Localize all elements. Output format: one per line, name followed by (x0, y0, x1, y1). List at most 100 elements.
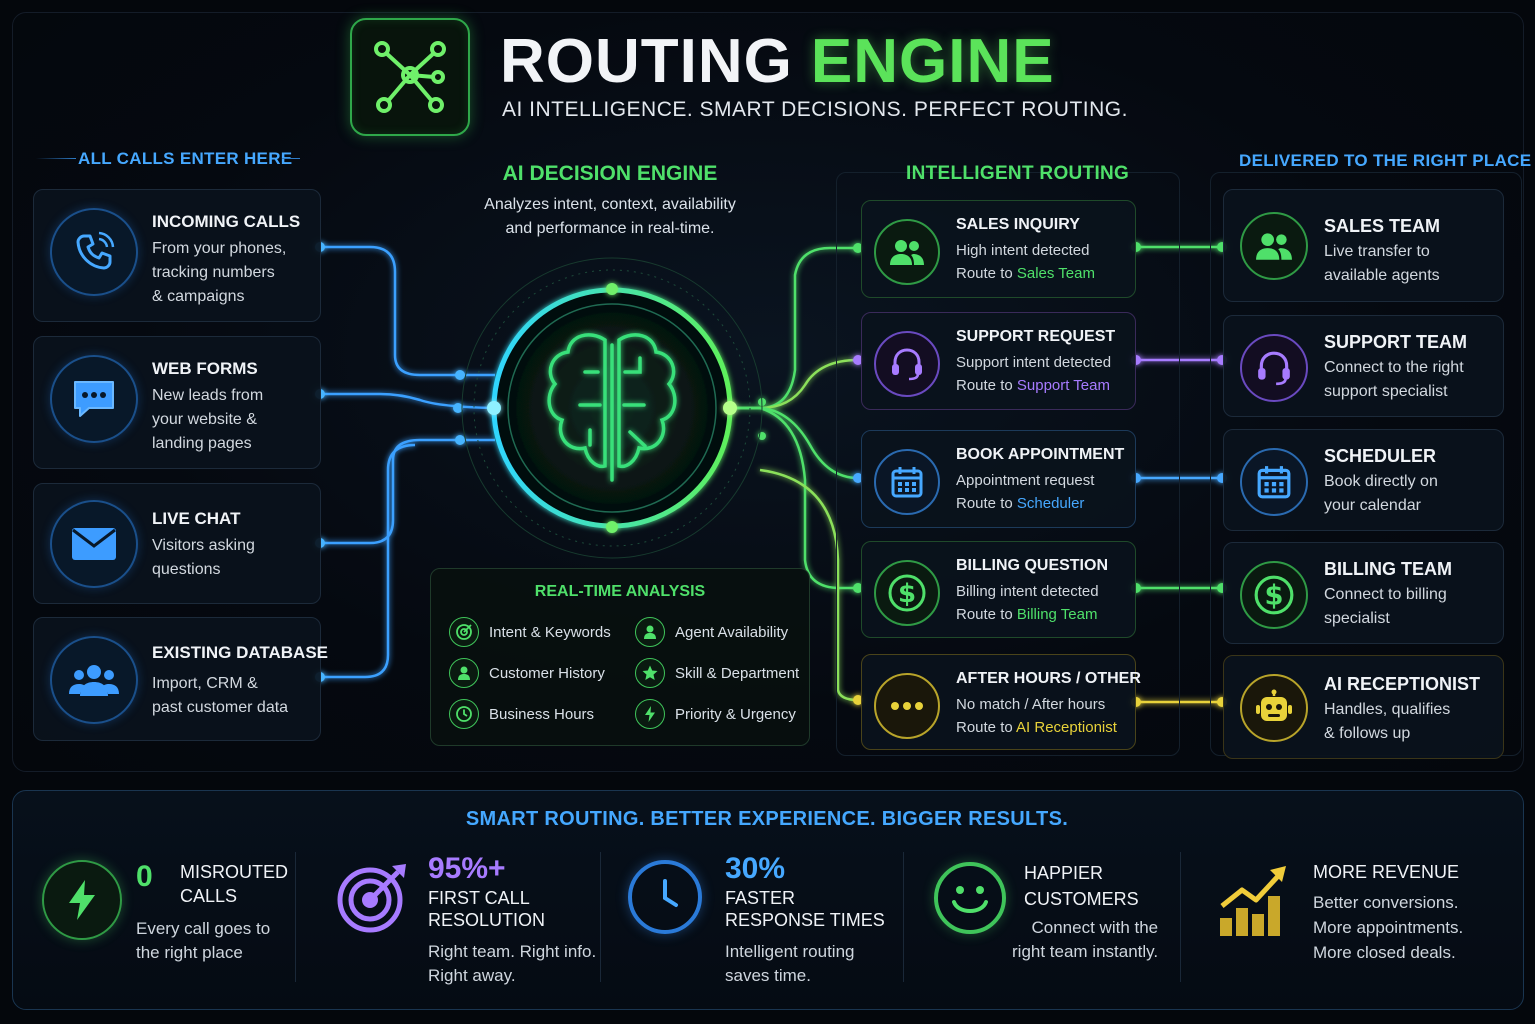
robot-icon (1240, 674, 1308, 742)
page-subtitle: AI INTELLIGENCE. SMART DECISIONS. PERFEC… (502, 98, 1128, 121)
stat-customers-label: HAPPIER CUSTOMERS (1024, 863, 1139, 909)
stat-response-desc: Intelligent routing saves time. (725, 942, 855, 985)
source-card-live-chat: LIVE CHAT Visitors asking questions (33, 483, 321, 604)
destination-card-billing-team: $ BILLING TEAM Connect to billing specia… (1223, 542, 1504, 644)
smiley-icon (934, 862, 1006, 934)
calendar-icon (874, 449, 940, 515)
stat-revenue-desc: Better conversions. More appointments. M… (1313, 893, 1464, 962)
svg-text:$: $ (898, 579, 916, 609)
destination-card-support-team: SUPPORT TEAM Connect to the right suppor… (1223, 315, 1504, 417)
divider (600, 852, 601, 982)
phone-icon (50, 208, 138, 296)
route-title: AFTER HOURS / OTHER (956, 670, 1141, 687)
users-icon (1240, 212, 1308, 280)
route-card-after-hours: AFTER HOURS / OTHER No match / After hou… (861, 654, 1141, 750)
stat-resolution-value: 95%+ (428, 852, 506, 885)
title-engine: ENGINE (810, 27, 1055, 96)
column-head-sources: ALL CALLS ENTER HERE (78, 149, 293, 168)
clock-icon (628, 860, 702, 934)
destination-title: AI RECEPTIONIST (1324, 674, 1481, 694)
mail-icon (50, 500, 138, 588)
divider (295, 852, 296, 982)
analysis-item: Customer History (449, 658, 605, 688)
analysis-item: Business Hours (449, 699, 594, 729)
route-desc: No match / After hours Route to AI Recep… (956, 696, 1117, 736)
analysis-item: Intent & Keywords (449, 617, 611, 647)
route-target: Support Team (1016, 377, 1110, 394)
destination-title: SCHEDULER (1324, 446, 1437, 466)
destination-card-ai-receptionist: AI RECEPTIONIST Handles, qualifies & fol… (1223, 655, 1504, 759)
stat-resolution-desc: Right team. Right info. Right away. (428, 942, 597, 985)
route-target: Scheduler (1016, 495, 1085, 512)
growth-chart-icon (1218, 862, 1292, 938)
destination-title: SALES TEAM (1324, 216, 1441, 236)
engine-desc-line1: Analyzes intent, context, availability (484, 196, 736, 213)
svg-text:$: $ (1265, 580, 1284, 611)
stat-misrouted-value: 0 (136, 860, 153, 893)
destination-desc: Handles, qualifies & follows up (1324, 701, 1451, 742)
customer-icon (449, 658, 479, 688)
stat-revenue-label: MORE REVENUE (1313, 862, 1460, 882)
bolt-icon (635, 699, 665, 729)
destination-desc: Connect to the right support specialist (1324, 359, 1464, 400)
source-title: INCOMING CALLS (152, 212, 301, 231)
analysis-item: Priority & Urgency (635, 699, 796, 729)
divider-right (282, 158, 300, 159)
source-card-web-forms: WEB FORMS New leads from your website & … (33, 336, 321, 469)
results-tagline: SMART ROUTING. BETTER EXPERIENCE. BIGGER… (465, 808, 1069, 830)
divider-left (36, 158, 76, 159)
dollar-icon: $ (874, 560, 940, 626)
route-title: SUPPORT REQUEST (956, 328, 1116, 345)
destination-title: BILLING TEAM (1324, 559, 1452, 579)
calendar-icon (1240, 448, 1308, 516)
routing-logo (350, 18, 470, 136)
stat-response-value: 30% (725, 852, 786, 885)
route-card-billing-question: $ BILLING QUESTION Billing intent detect… (861, 541, 1136, 638)
route-desc: High intent detected Route to Sales Team (956, 242, 1095, 282)
destination-desc: Live transfer to available agents (1324, 243, 1440, 284)
dollar-icon: $ (1240, 561, 1308, 629)
column-head-engine: AI DECISION ENGINE (502, 162, 718, 185)
network-icon (374, 41, 446, 113)
source-title: EXISTING DATABASE (152, 643, 328, 662)
destination-card-sales-team: SALES TEAM Live transfer to available ag… (1223, 189, 1504, 302)
users-icon (50, 636, 138, 724)
source-desc: Import, CRM & past customer data (152, 675, 289, 716)
routing-column-frame (836, 172, 1180, 756)
lightning-icon (42, 860, 122, 940)
column-head-routing: INTELLIGENT ROUTING (906, 163, 1130, 184)
route-desc: Billing intent detected Route to Billing… (956, 583, 1099, 623)
analysis-item: Skill & Department (635, 658, 799, 688)
stat-customers-desc: Connect with the right team instantly. (1012, 918, 1159, 961)
agent-icon (635, 617, 665, 647)
route-title: SALES INQUIRY (956, 216, 1080, 233)
route-target: Sales Team (1016, 265, 1095, 282)
destination-title: SUPPORT TEAM (1324, 332, 1468, 352)
users-icon (874, 219, 940, 285)
source-desc: New leads from your website & landing pa… (152, 387, 264, 452)
analysis-title: REAL-TIME ANALYSIS (534, 583, 706, 600)
divider (1180, 852, 1181, 982)
route-title: BILLING QUESTION (956, 557, 1108, 574)
destination-desc: Connect to billing specialist (1324, 586, 1447, 627)
chat-icon (50, 355, 138, 443)
source-desc: From your phones, tracking numbers & cam… (152, 240, 287, 305)
source-desc: Visitors asking questions (152, 537, 255, 578)
star-icon (635, 658, 665, 688)
stat-response-label: FASTER RESPONSE TIMES (725, 888, 885, 930)
dots-icon (874, 673, 940, 739)
title-routing: ROUTING (500, 27, 793, 96)
stat-resolution-label: FIRST CALL RESOLUTION (428, 888, 546, 930)
route-title: BOOK APPOINTMENT (956, 446, 1125, 463)
source-card-existing-database: EXISTING DATABASE Import, CRM & past cus… (33, 617, 328, 741)
divider (903, 852, 904, 982)
source-title: LIVE CHAT (152, 509, 241, 528)
route-target: AI Receptionist (1016, 719, 1117, 736)
route-target: Billing Team (1016, 606, 1098, 623)
analysis-item: Agent Availability (635, 617, 788, 647)
route-card-sales-inquiry: SALES INQUIRY High intent detected Route… (861, 200, 1136, 298)
real-time-analysis-panel: REAL-TIME ANALYSIS Intent & Keywords Age… (430, 568, 810, 746)
column-head-destinations: DELIVERED TO THE RIGHT PLACE (1239, 151, 1532, 170)
headset-icon (1240, 334, 1308, 402)
